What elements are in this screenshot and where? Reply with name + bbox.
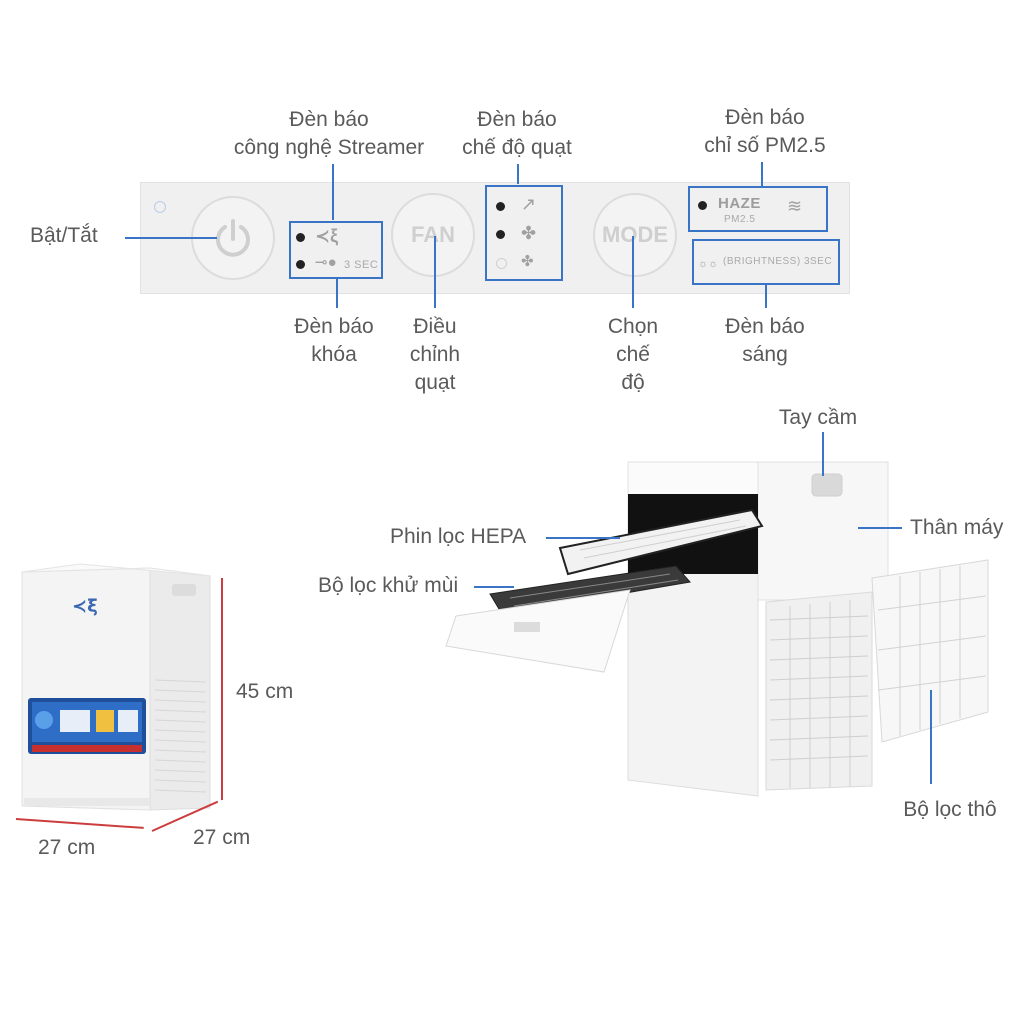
fan-icon: ✤ — [521, 223, 537, 243]
callout-deodorizing — [474, 586, 514, 588]
callout-fan-mode — [517, 164, 519, 184]
pm25-indicator-box — [688, 186, 828, 232]
height-dimension: 45 cm — [236, 680, 294, 703]
label-line: độ — [621, 371, 645, 394]
label-line: Đèn báo — [725, 315, 805, 338]
label-line: Đèn báo — [725, 106, 805, 129]
panel-status-light — [154, 201, 166, 213]
fan-low-icon: ✤ — [521, 253, 534, 270]
fan-mode-light-2 — [496, 230, 505, 239]
fan-mode-indicator-box — [485, 185, 563, 281]
label-line: công nghệ Streamer — [233, 136, 425, 159]
width-dimension: 27 cm — [38, 836, 96, 859]
haze-text: HAZE — [718, 195, 761, 212]
brightness-icon: ☼☼ — [698, 258, 719, 270]
exploded-view-image — [445, 461, 989, 797]
label-hepa-filter: Phin lọc HEPA — [390, 525, 527, 548]
fan-button[interactable]: FAN — [391, 193, 475, 277]
label-line: Chọn — [607, 315, 659, 338]
label-line: Điều — [413, 315, 457, 338]
label-handle: Tay cầm — [778, 406, 858, 429]
pm25-light — [698, 201, 707, 210]
fan-mode-light-3 — [496, 258, 507, 269]
label-pre-filter: Bộ lọc thô — [903, 798, 997, 821]
streamer-light — [296, 233, 305, 242]
callout-pre-filter — [930, 690, 932, 784]
label-power: Bật/Tắt — [30, 224, 98, 247]
label-line: quạt — [414, 371, 456, 394]
label-line: khóa — [311, 343, 357, 366]
callout-pm25 — [761, 162, 763, 186]
control-panel: ≺ξ ⊸● 3 SEC FAN ↗ ✤ ✤ MODE HAZE PM2.5 ≋ … — [140, 182, 850, 294]
label-pm25-indicator: Đèn báo chỉ số PM2.5 — [690, 104, 840, 160]
label-fan-adjust: Điều chỉnh quạt — [398, 313, 472, 397]
label-line: chỉ số PM2.5 — [704, 134, 826, 157]
callout-handle — [822, 432, 824, 476]
label-streamer-indicator: Đèn báo công nghệ Streamer — [222, 106, 436, 162]
label-brightness-indicator: Đèn báo sáng — [712, 313, 818, 369]
turbo-arrow-icon: ↗ — [521, 194, 537, 214]
callout-streamer — [332, 164, 334, 220]
callout-body — [858, 527, 902, 529]
depth-dimension: 27 cm — [193, 826, 251, 849]
brightness-text: (BRIGHTNESS) 3SEC — [723, 256, 833, 267]
label-line: Đèn báo — [477, 108, 557, 131]
callout-hepa — [546, 537, 620, 539]
mode-button[interactable]: MODE — [593, 193, 677, 277]
callout-mode — [632, 236, 634, 308]
callout-brightness — [765, 284, 767, 308]
label-lock-indicator: Đèn báo khóa — [282, 313, 386, 369]
label-line: chế — [616, 343, 650, 366]
air-purifier-product-image: ≺ξ — [21, 563, 211, 811]
label-line: Đèn báo — [294, 315, 374, 338]
svg-text:≺ξ: ≺ξ — [72, 596, 98, 617]
streamer-icon: ≺ξ — [315, 226, 339, 246]
callout-fan-adjust — [434, 236, 436, 308]
label-line: sáng — [742, 343, 788, 366]
lock-light — [296, 260, 305, 269]
label-line: chế độ quạt — [462, 136, 572, 159]
label-fan-mode-indicator: Đèn báo chế độ quạt — [452, 106, 582, 162]
label-line: Đèn báo — [289, 108, 369, 131]
fan-mode-light-1 — [496, 202, 505, 211]
haze-waves-icon: ≋ — [787, 196, 803, 216]
label-body: Thân máy — [910, 516, 1004, 539]
height-dimension-line — [221, 578, 223, 800]
label-mode-select: Chọn chế độ — [596, 313, 670, 397]
label-deodorizing-filter: Bộ lọc khử mùi — [318, 574, 459, 597]
pm25-text: PM2.5 — [724, 214, 756, 225]
fan-button-label: FAN — [411, 222, 455, 247]
label-line: chỉnh — [409, 343, 461, 366]
mode-button-label: MODE — [602, 222, 668, 247]
lock-hold-text: 3 SEC — [344, 259, 379, 271]
key-icon: ⊸● — [315, 254, 337, 271]
power-icon — [216, 219, 250, 257]
callout-power — [125, 237, 217, 239]
callout-lock — [336, 278, 338, 308]
